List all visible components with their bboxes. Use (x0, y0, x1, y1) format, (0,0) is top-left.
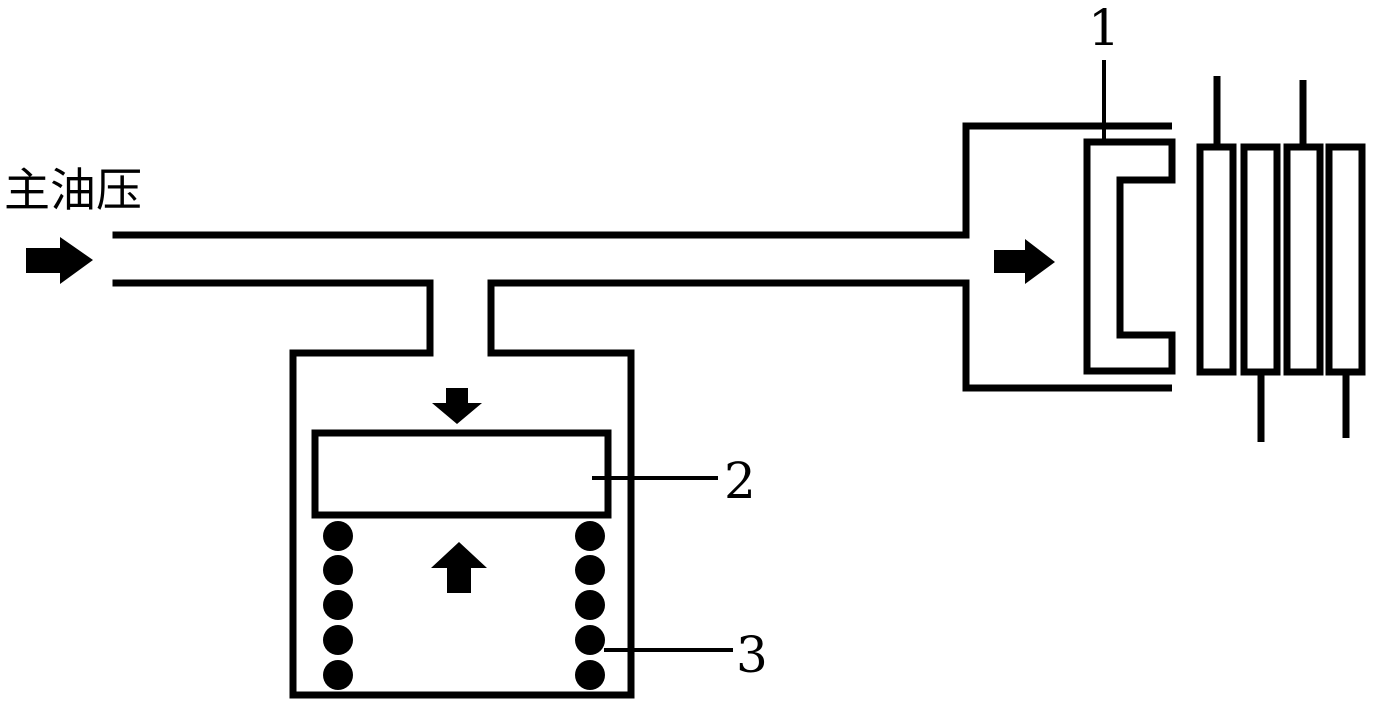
up-arrow-icon (431, 542, 487, 593)
accumulator (289, 283, 635, 699)
callout-3: 3 (736, 626, 768, 684)
clutch-plate (1325, 143, 1366, 376)
source-label: 主油压 (4, 163, 142, 217)
right-spring (575, 521, 605, 690)
callout-2: 2 (724, 452, 756, 510)
accumulator-chamber (289, 283, 635, 699)
accumulator-piston (311, 429, 612, 519)
right-spring-coil (575, 555, 605, 585)
left-spring-coil (323, 555, 353, 585)
right-spring-coil (575, 521, 605, 551)
right-spring-coil (575, 590, 605, 620)
cylinder-flow-arrow-icon (994, 239, 1055, 284)
clutch-plate (1240, 143, 1281, 376)
left-spring (323, 521, 353, 690)
main-pipe (112, 231, 970, 287)
clutch-plates (1196, 143, 1366, 376)
inlet-arrow-icon (26, 237, 93, 284)
right-spring-coil (575, 660, 605, 690)
left-spring-coil (323, 590, 353, 620)
right-spring-coil (575, 625, 605, 655)
left-spring-coil (323, 521, 353, 551)
clutch-piston (1083, 138, 1176, 375)
callout-leaders (592, 60, 1106, 652)
left-spring-coil (323, 660, 353, 690)
clutch-plate (1283, 143, 1324, 376)
cylinder-bottom-wall (962, 283, 1172, 392)
callout-1: 1 (1088, 0, 1120, 57)
left-spring-coil (323, 625, 353, 655)
plate-tabs (1213, 76, 1350, 442)
down-arrow-icon (432, 388, 482, 424)
clutch-plate (1196, 143, 1237, 376)
